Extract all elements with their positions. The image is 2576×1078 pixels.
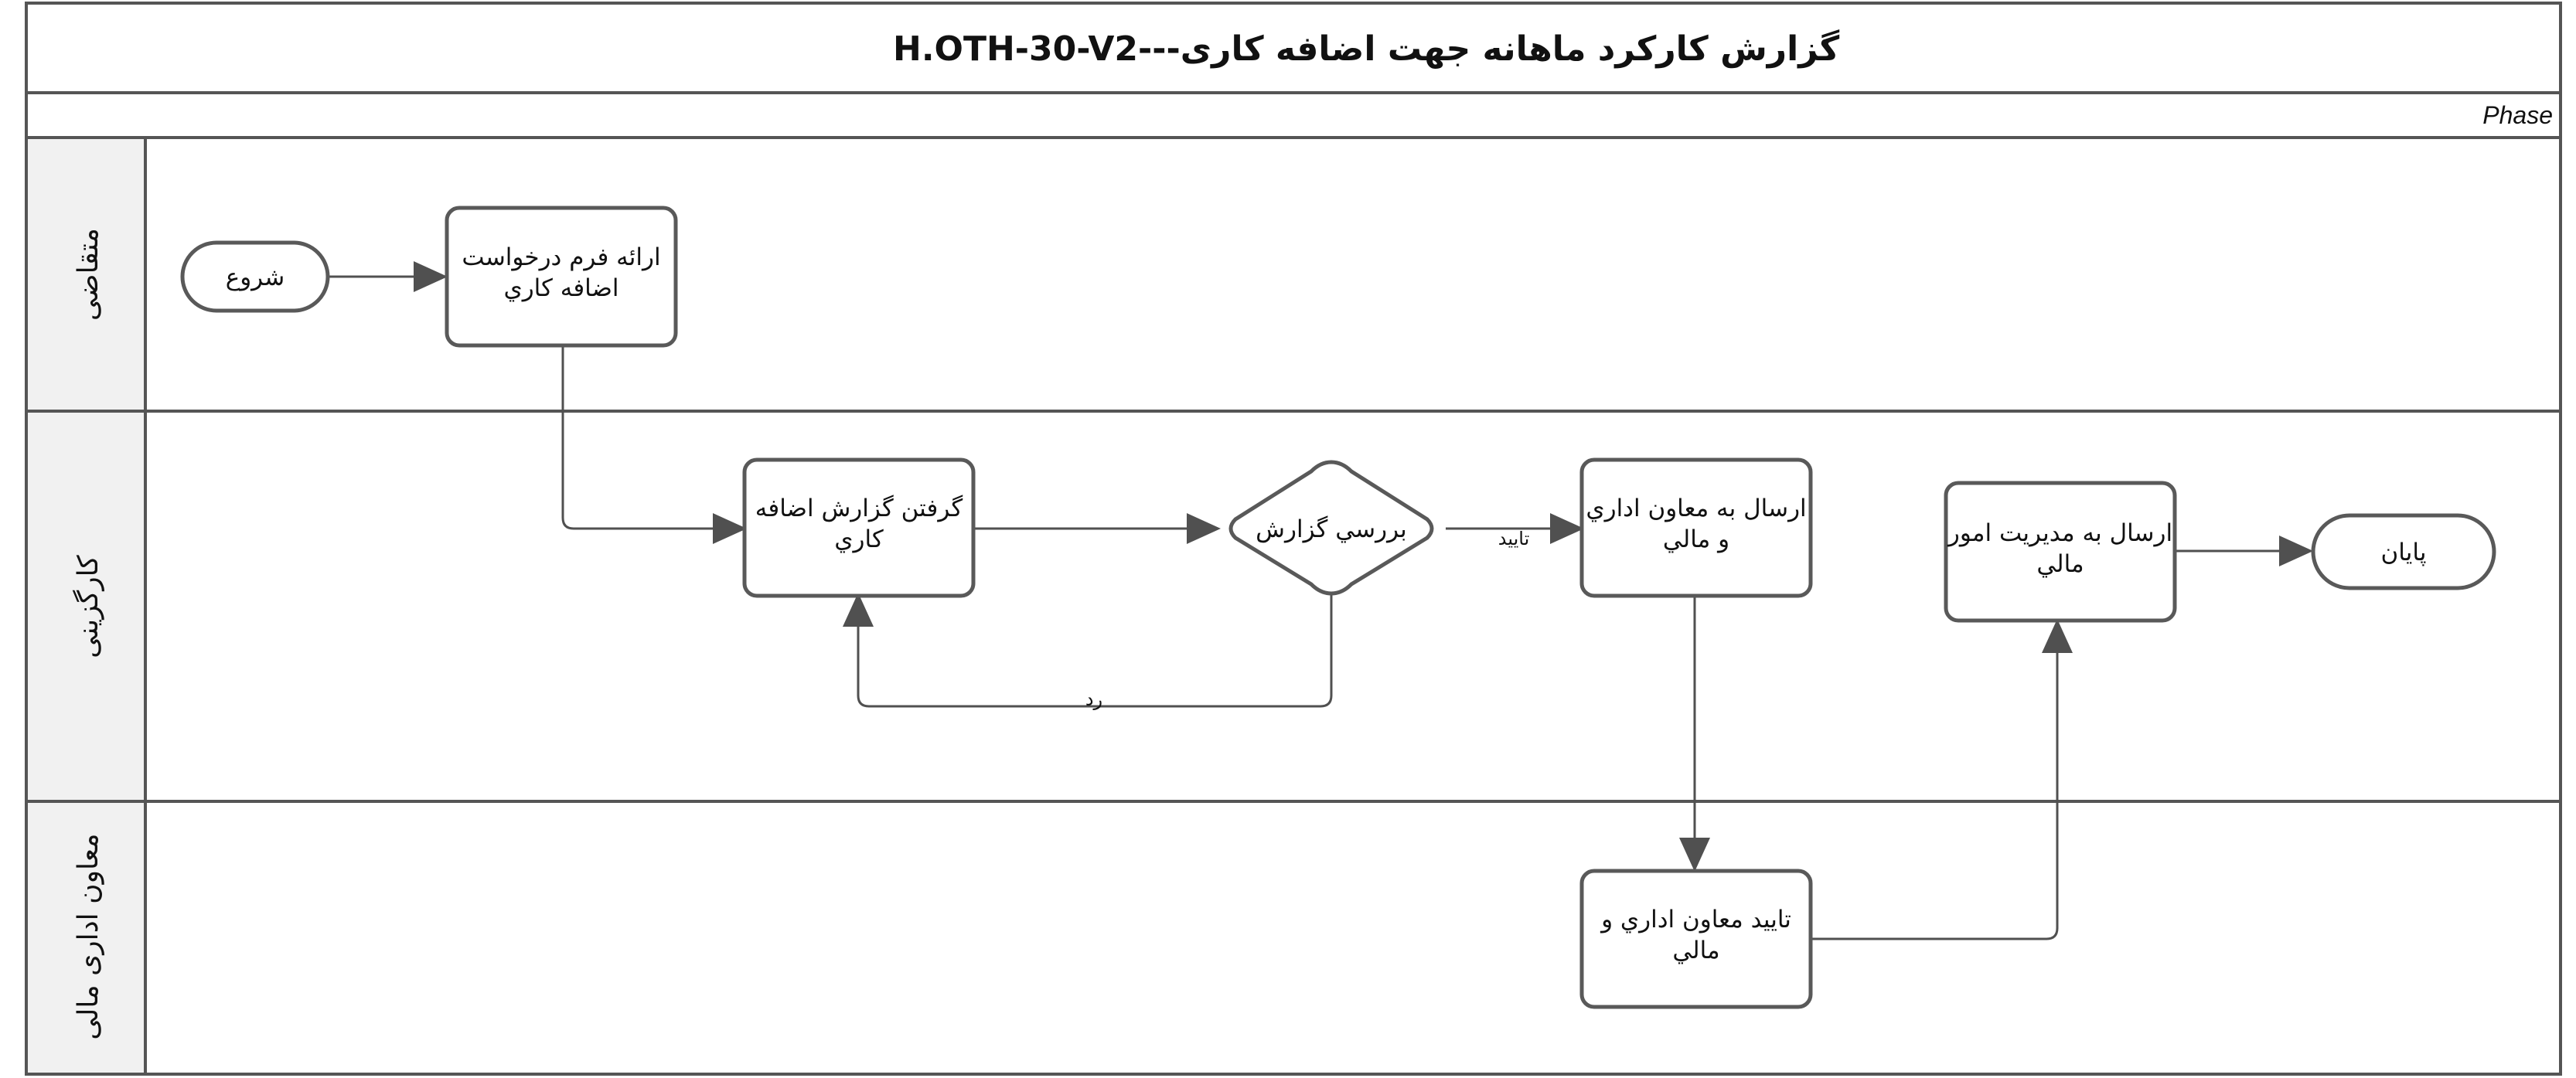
node-get-report: گرفتن گزارش اضافه کاري [742, 457, 976, 598]
lane-header-deputy [28, 802, 144, 1073]
node-deputy-approve: تاييد معاون اداري و مالي [1579, 869, 1813, 1009]
edge-submit-to-get-report [561, 346, 747, 544]
lane-header-applicant [28, 139, 144, 410]
node-submit-form: ارائه فرم درخواست اضافه کاري [445, 206, 678, 348]
lane-header-staffing [28, 412, 144, 800]
node-get-report-line-2: کاري [834, 525, 884, 553]
node-send-deputy-line-2: و مالي [1663, 525, 1729, 553]
node-send-deputy: ارسال به معاون اداري و مالي [1579, 457, 1813, 598]
diagram-frame [25, 2, 2562, 1076]
node-review-label: بررسي گزارش [1256, 515, 1407, 543]
edge-deputy-approve-to-send-finance [1812, 619, 2073, 940]
node-submit-form-line-2: اضافه کاري [503, 274, 618, 302]
lane-label-applicant: متقاضی [73, 228, 104, 321]
node-deputy-approve-line-2: مالي [1672, 937, 1719, 964]
node-end-label: پايان [2381, 539, 2427, 566]
node-send-finance: ارسال به مديريت امور مالي [1944, 481, 2177, 623]
lane-label-staffing: کارگزینی [72, 554, 104, 658]
lane-label-deputy: معاون اداری مالی [73, 833, 104, 1039]
edge-label-approve: تاييد [1498, 528, 1530, 549]
node-send-deputy-line-1: ارسال به معاون اداري [1586, 495, 1806, 522]
page-title: گزارش کارکرد ماهانه جهت اضافه کاری---H.O… [893, 29, 1840, 69]
node-end: پايان [2311, 513, 2496, 590]
node-get-report-line-1: گرفتن گزارش اضافه [755, 495, 963, 522]
edge-review-reject [843, 592, 1333, 708]
node-start: شروع [180, 240, 330, 313]
node-deputy-approve-line-1: تاييد معاون اداري و [1600, 906, 1791, 933]
node-review-decision: بررسي گزارش [1228, 460, 1434, 596]
edge-label-reject: رد [1085, 689, 1102, 710]
node-start-label: شروع [226, 264, 285, 291]
node-submit-form-line-1: ارائه فرم درخواست [462, 243, 660, 271]
node-send-finance-line-1: ارسال به مديريت امور [1947, 519, 2172, 547]
phase-label: Phase [2482, 101, 2553, 129]
node-send-finance-line-2: مالي [2036, 550, 2084, 578]
